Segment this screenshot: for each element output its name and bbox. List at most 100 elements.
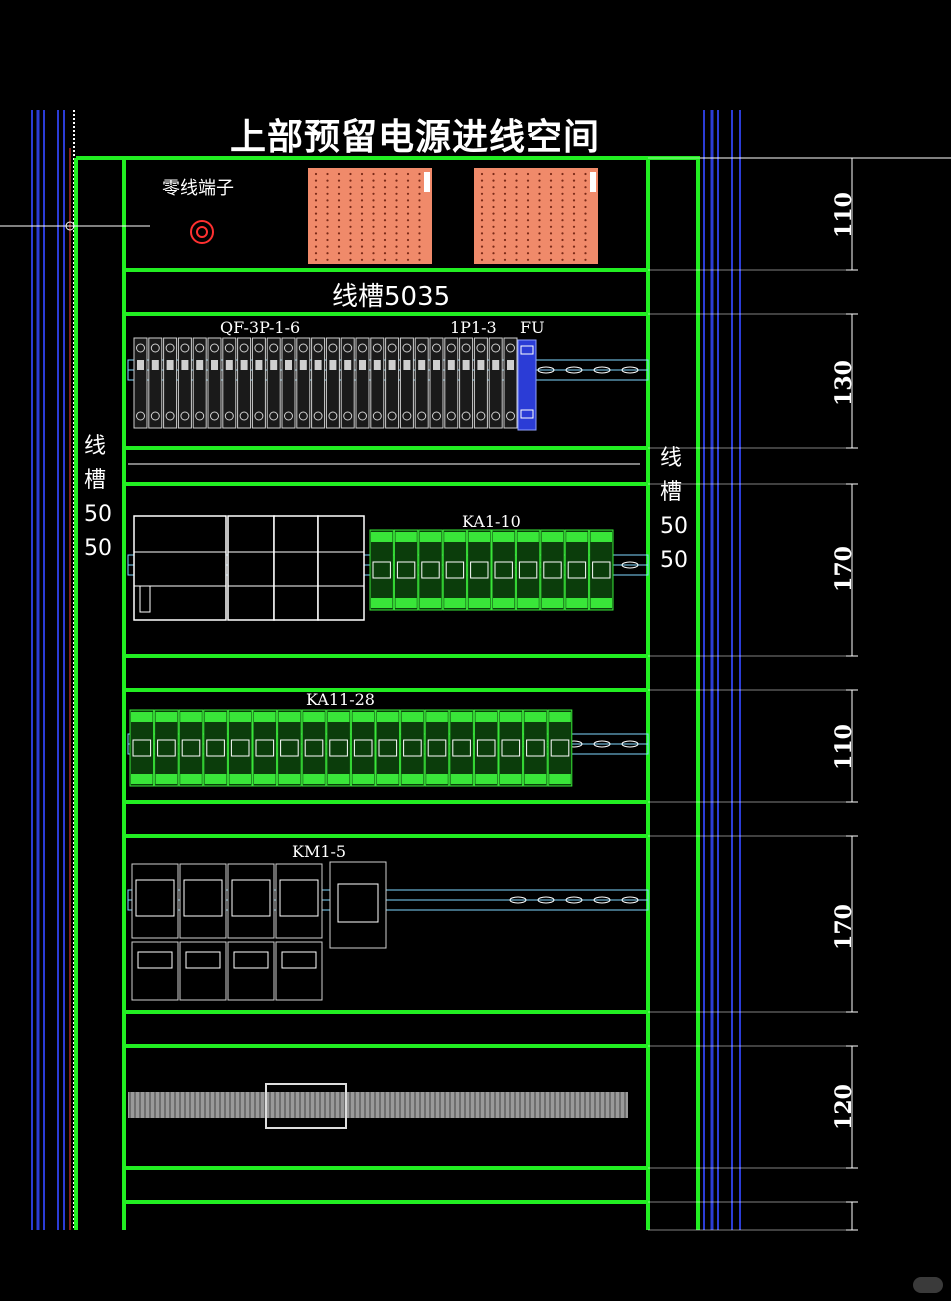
terminal-hole <box>561 232 564 235</box>
relay-coil <box>230 739 250 757</box>
terminal-hole <box>515 219 518 222</box>
breaker-lever <box>240 360 248 370</box>
terminal-hole <box>492 172 495 176</box>
terminal-hole <box>395 238 398 242</box>
terminal-hole <box>326 179 329 182</box>
right-trunking-char-1: 线 <box>660 446 683 471</box>
relay-terminals-bottom <box>155 774 178 784</box>
terminal-hole <box>395 199 398 202</box>
terminal-end-cap <box>590 172 596 192</box>
terminal-block-2 <box>474 168 598 264</box>
relay-module <box>449 709 474 787</box>
breaker-screw-top <box>269 343 279 353</box>
incoming-terminal-blocks <box>308 168 598 264</box>
terminal-hole <box>383 205 387 209</box>
relay-coil <box>206 739 225 757</box>
terminal-hole <box>538 199 541 202</box>
relay-coil <box>494 561 513 579</box>
relay-module <box>129 709 155 787</box>
breaker-screw-bottom <box>165 411 175 421</box>
terminal-hole <box>383 252 387 255</box>
leader-node <box>65 221 75 231</box>
breaker-lever <box>270 360 278 370</box>
breaker-screw-top <box>358 343 367 353</box>
terminal-hole <box>526 186 530 189</box>
terminal-hole <box>584 199 587 202</box>
terminal-hole <box>372 186 375 189</box>
relay-coil <box>427 739 447 757</box>
terminal-hole <box>383 186 387 189</box>
breaker-screw-bottom <box>254 411 264 421</box>
breaker-lever <box>388 360 396 370</box>
terminal-hole <box>526 245 530 248</box>
relay-module <box>589 529 614 611</box>
breaker-screw-top <box>491 343 501 353</box>
relay-terminals-bottom <box>303 774 325 784</box>
terminal-hole <box>515 179 518 182</box>
terminal-hole <box>503 212 507 215</box>
terminal-hole <box>572 219 576 222</box>
breaker-screw-bottom <box>269 411 279 421</box>
breaker-screw-top <box>372 343 382 353</box>
terminal-hole <box>538 225 541 228</box>
terminal-hole <box>406 205 410 209</box>
terminal-hole <box>326 172 329 176</box>
terminal-hole <box>395 172 398 176</box>
terminal-hole <box>337 245 341 248</box>
relay-terminals-top <box>444 532 466 542</box>
relay-module <box>424 709 450 787</box>
breaker-lever <box>211 360 218 370</box>
relay-coil <box>567 561 587 579</box>
breaker-screw-top <box>136 343 145 353</box>
terminal-hole <box>561 252 564 255</box>
left-trunking-char-1: 线 <box>84 434 107 459</box>
terminal-hole <box>515 225 518 228</box>
relay-terminals-top <box>278 712 301 722</box>
terminal-hole <box>418 258 421 261</box>
terminal-hole <box>360 199 364 202</box>
relay-module <box>277 709 302 787</box>
terminal-hole <box>538 205 541 209</box>
rail-slot <box>537 896 555 904</box>
overload-dial <box>233 951 269 969</box>
contactor-face <box>231 879 271 917</box>
breaker-screw-bottom <box>298 411 308 421</box>
terminal-hole <box>418 232 421 235</box>
terminal-hole <box>549 252 553 255</box>
relay-module <box>523 709 548 787</box>
relay-terminals-bottom <box>566 598 588 608</box>
terminal-hole <box>314 219 318 222</box>
terminal-hole <box>406 232 410 235</box>
breaker-screw-top <box>417 343 427 353</box>
din-rails <box>127 359 649 911</box>
terminal-hole <box>492 219 495 222</box>
relay-module <box>154 709 179 787</box>
terminal-hole <box>572 199 576 202</box>
terminal-hole <box>406 252 410 255</box>
relay-module <box>326 709 351 787</box>
relay-coil <box>255 739 275 757</box>
terminal-hole <box>492 199 495 202</box>
terminal-hole <box>383 192 387 195</box>
right-trunking-label: 线 槽 50 50 <box>660 442 690 578</box>
terminal-hole <box>383 258 387 261</box>
breaker-screw-top <box>446 343 456 353</box>
relay-terminals-bottom <box>180 774 202 784</box>
terminal-hole <box>561 205 564 209</box>
terminal-hole <box>492 179 495 182</box>
breaker-screw-top <box>254 343 264 353</box>
fuse-fu <box>517 339 537 431</box>
terminal-hole <box>492 186 495 189</box>
breaker-lever <box>181 360 189 370</box>
relay-terminals-top <box>131 712 153 722</box>
terminal-hole <box>395 219 398 222</box>
control-module-1 <box>133 515 227 621</box>
breaker-lever <box>151 360 159 370</box>
overload-relay <box>275 941 323 1001</box>
relay-coil <box>550 739 570 757</box>
terminal-hole <box>492 192 495 195</box>
terminal-hole <box>549 225 553 228</box>
breaker-screw-bottom <box>313 411 323 421</box>
relay-coil <box>470 561 489 579</box>
breaker-lever <box>137 360 144 370</box>
